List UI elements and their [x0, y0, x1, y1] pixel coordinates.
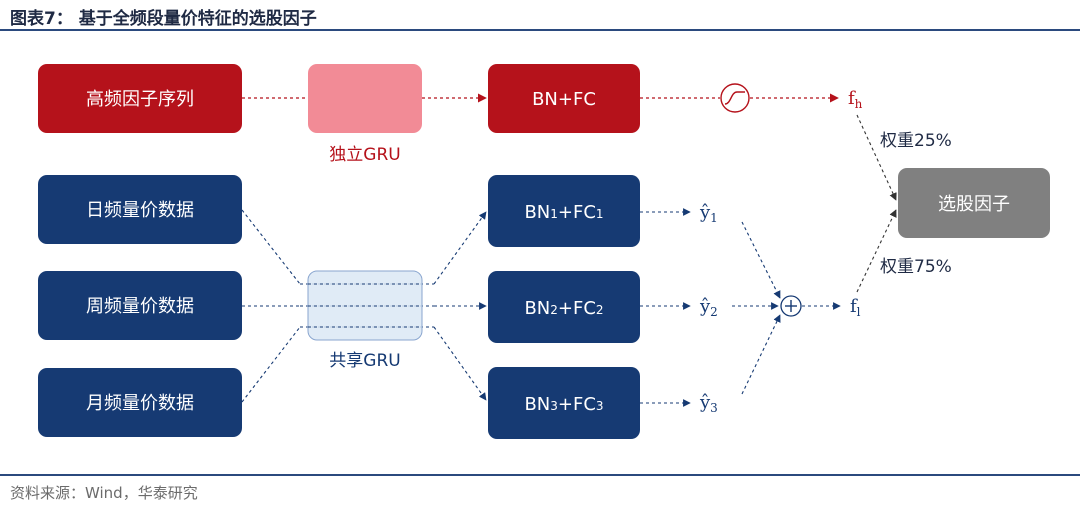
hf-seq-box: 高频因子序列 [38, 64, 242, 133]
edge-shared-to-bn3 [433, 326, 487, 401]
shared-gru-box [307, 270, 423, 341]
edge-y1-to-sum [741, 221, 781, 299]
y1-label: ŷ1 [699, 202, 718, 225]
top-rule [0, 29, 1080, 31]
y2-label: ŷ2 [699, 296, 718, 319]
edge-shared-to-bn1 [433, 211, 487, 285]
weekly-label: 周频量价数据 [86, 296, 194, 317]
plus-circle-icon [780, 295, 802, 317]
bn-fc-box: BN+FC [488, 64, 640, 133]
daily-box: 日频量价数据 [38, 175, 242, 244]
indep-gru-label: 独立GRU [329, 145, 400, 165]
monthly-label: 月频量价数据 [86, 393, 194, 414]
edge-fl-to-selection [856, 209, 897, 293]
indep-gru-box [308, 64, 422, 133]
sigmoid-icon [720, 83, 750, 113]
hf-seq-label: 高频因子序列 [86, 89, 194, 110]
weight-l-label: 权重75% [880, 257, 952, 277]
bn-fc-label: BN+FC [532, 89, 596, 110]
bn-fc-2-box: BN2+FC2 [488, 271, 640, 343]
source-note: 资料来源：Wind，华泰研究 [10, 484, 198, 502]
bn-fc-3-box: BN3+FC3 [488, 367, 640, 439]
edge-monthly-to-shared [241, 326, 301, 403]
weight-h-label: 权重25% [880, 131, 952, 151]
bn-fc-2-label: BN2+FC2 [524, 298, 603, 319]
daily-label: 日频量价数据 [86, 200, 194, 221]
bn-fc-1-box: BN1+FC1 [488, 175, 640, 247]
fl-label: fl [850, 296, 861, 319]
weekly-box: 周频量价数据 [38, 271, 242, 340]
shared-gru-label: 共享GRU [329, 351, 400, 371]
fh-label: fh [848, 88, 863, 111]
bn-fc-1-label: BN1+FC1 [524, 202, 603, 223]
edge-y3-to-sum [741, 314, 781, 395]
monthly-box: 月频量价数据 [38, 368, 242, 437]
bottom-rule [0, 474, 1080, 476]
bn-fc-3-label: BN3+FC3 [524, 394, 603, 415]
y3-label: ŷ3 [699, 392, 718, 415]
edge-fh-to-selection [856, 114, 897, 201]
selection-factor-box: 选股因子 [898, 168, 1050, 238]
figure-title: 图表7： 基于全频段量价特征的选股因子 [10, 9, 317, 29]
selection-factor-label: 选股因子 [938, 194, 1010, 215]
edge-daily-to-shared [241, 209, 301, 285]
